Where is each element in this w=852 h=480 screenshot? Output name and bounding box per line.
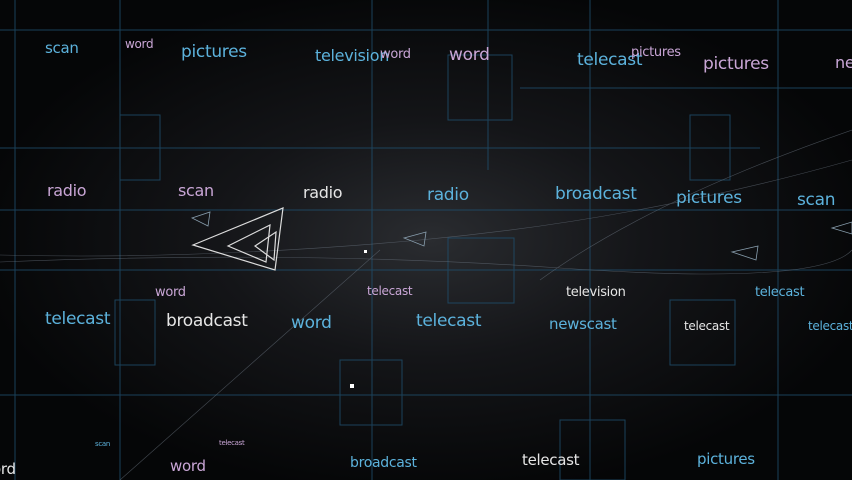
floating-word: telecast [219,439,245,447]
floating-word: scan [95,440,111,448]
floating-word: ne [835,53,852,72]
floating-word: radio [47,181,87,200]
floating-word: telecast [45,309,111,329]
floating-word: telecast [577,50,643,70]
triangle-arrow-icon [191,207,284,271]
floating-word: word [449,45,490,65]
floating-word: telecast [755,285,805,300]
floating-word: pictures [703,54,769,74]
floating-word: scan [45,39,79,57]
floating-word: telecast [808,319,852,333]
floating-word: word [291,313,332,333]
floating-word: word [170,457,206,475]
floating-word: word [155,285,186,300]
floating-word: word [125,37,154,51]
floating-word: telecast [367,284,413,298]
floating-word: word [380,47,411,62]
floating-word: telecast [684,319,730,333]
floating-word: pictures [676,188,742,208]
floating-word: broadcast [350,455,417,471]
floating-word: broadcast [166,311,248,331]
floating-word: television [315,46,390,65]
floating-word: pictures [697,450,755,468]
floating-word: radio [427,185,469,205]
floating-word: word [0,460,16,478]
floating-word: scan [797,190,836,210]
floating-word: television [566,285,626,300]
floating-word: telecast [522,451,580,469]
floating-word: radio [303,183,343,202]
floating-word: broadcast [555,184,637,204]
floating-word: newscast [549,315,617,333]
floating-word: scan [178,181,214,200]
floating-word: pictures [631,45,681,60]
floating-word: telecast [416,311,482,331]
floating-word: pictures [181,42,247,62]
